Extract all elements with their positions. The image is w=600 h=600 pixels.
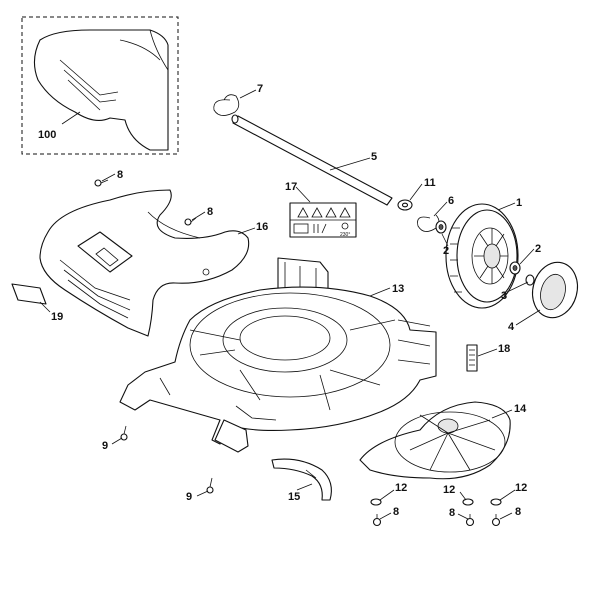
- callout-8-top: 8: [117, 169, 123, 181]
- callout-6: 6: [448, 195, 454, 207]
- callout-8-bottom-left: 8: [393, 506, 399, 518]
- callout-2-inner: 2: [443, 245, 449, 257]
- bushing-outer: [509, 261, 521, 275]
- callout-3: 3: [501, 290, 507, 302]
- label-plate: [11, 283, 47, 305]
- washer-12-mid: [462, 498, 474, 506]
- axle-rod: [231, 114, 393, 206]
- screw-8-bottom-left: [372, 514, 382, 527]
- bushing: [435, 220, 447, 234]
- hubcap: [531, 261, 579, 319]
- callout-8-mid: 8: [207, 206, 213, 218]
- screw-8-top: [94, 179, 109, 187]
- callout-16: 16: [256, 221, 268, 233]
- wheel-washer: [525, 274, 535, 286]
- callout-8-bottom-right: 8: [515, 506, 521, 518]
- screw-8-mid: [184, 217, 197, 226]
- callout-8-bottom-mid: 8: [449, 507, 455, 519]
- screw-8-bottom-mid: [465, 514, 475, 527]
- callout-18: 18: [498, 343, 510, 355]
- callout-labels: 100 7 5 8 8 17 11 6 1 2 16 2 3 13 19 4 1…: [38, 83, 541, 519]
- mower-deck: [119, 257, 437, 453]
- cutting-blade: [271, 458, 332, 501]
- wheel: [445, 203, 519, 309]
- washer-12-right: [490, 498, 502, 506]
- callout-12-left: 12: [395, 482, 407, 494]
- callout-2-outer: 2: [535, 243, 541, 255]
- washer-12-left: [370, 498, 382, 506]
- callout-9-upper: 9: [102, 440, 108, 452]
- decal-temperature-text: 230°: [340, 232, 350, 238]
- height-adjust-lever: [466, 344, 478, 372]
- callout-1: 1: [516, 197, 522, 209]
- inset-detail-100: [21, 16, 179, 155]
- spring-clip: [213, 94, 240, 116]
- callout-5: 5: [371, 151, 377, 163]
- warning-decal: 230°: [289, 202, 357, 238]
- leader-lines: [39, 89, 541, 520]
- callout-7: 7: [257, 83, 263, 95]
- washer: [397, 199, 413, 211]
- callout-100: 100: [38, 129, 56, 141]
- callout-19: 19: [51, 311, 63, 323]
- blade-guard-plate: [359, 401, 511, 480]
- screw-9-lower: [206, 477, 214, 494]
- rear-cover: [39, 189, 250, 337]
- screw-8-bottom-right: [491, 514, 501, 527]
- callout-12-mid: 12: [443, 484, 455, 496]
- callout-17: 17: [285, 181, 297, 193]
- callout-11: 11: [424, 177, 436, 189]
- callout-9-lower: 9: [186, 491, 192, 503]
- callout-14: 14: [514, 403, 527, 415]
- screw-9-upper: [120, 425, 128, 441]
- callout-4: 4: [508, 321, 515, 333]
- callout-12-right: 12: [515, 482, 527, 494]
- callout-15: 15: [288, 491, 300, 503]
- callout-13: 13: [392, 283, 404, 295]
